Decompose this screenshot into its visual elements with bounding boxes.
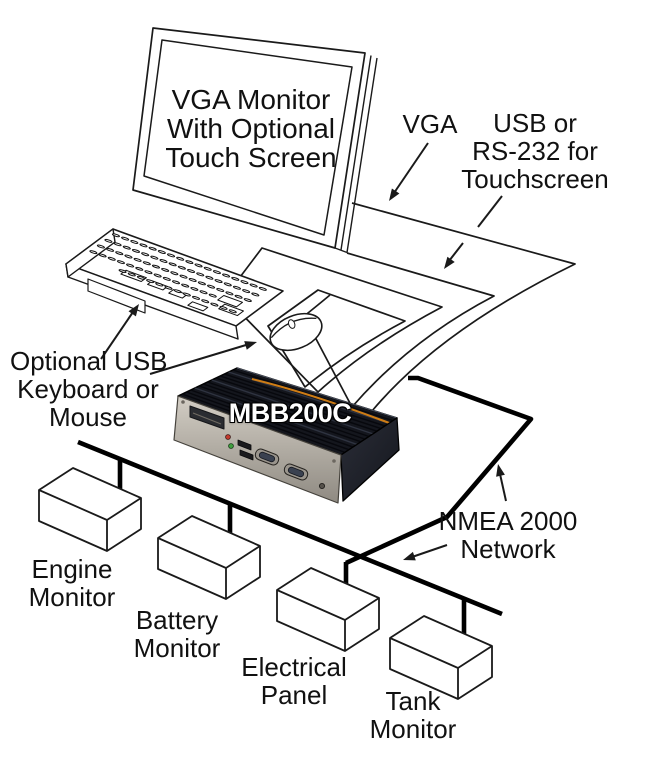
- nmea-backbone-line: [77, 439, 503, 617]
- engine-monitor-label: Engine Monitor: [28, 554, 116, 612]
- touchscreen-label-line2: RS-232 for: [472, 136, 598, 166]
- peripherals-label-line1: Optional USB: [10, 346, 168, 376]
- serial-port-2: [283, 463, 309, 481]
- monitor-side-edge: [334, 55, 378, 254]
- monitor-screen: [143, 39, 353, 236]
- device-accent-stripe-rear: [251, 378, 393, 425]
- audio-jack-red: [225, 434, 231, 440]
- device-power-button: [318, 482, 326, 490]
- touchscreen-arrow: [444, 242, 464, 269]
- nmea-arrow-lower: [403, 544, 448, 561]
- mouse-body: [269, 312, 323, 352]
- keyboard-figure: [66, 229, 283, 339]
- touchscreen-cable-label: USB or RS-232 for Touchscreen: [457, 109, 613, 193]
- touchscreen-cable-line: [304, 252, 495, 408]
- nmea-label-line1: NMEA 2000: [438, 506, 578, 536]
- battery-monitor-label: Battery Monitor: [133, 605, 221, 663]
- mouse-figure: [269, 312, 323, 352]
- peripherals-label-line2: Keyboard or: [17, 374, 159, 404]
- audio-jack-green: [228, 443, 234, 449]
- monitor-label-line1: VGA Monitor: [171, 84, 331, 115]
- electrical-panel-label: Electrical Panel: [241, 652, 347, 710]
- touchscreen-leader-line: [477, 195, 503, 228]
- tank-monitor-box: [389, 615, 493, 700]
- device-right-face: [340, 417, 400, 502]
- mouse-arrow: [149, 341, 257, 375]
- nmea-network-label: NMEA 2000 Network: [428, 507, 588, 563]
- node-boxes: [38, 467, 493, 700]
- nmea-loop-line: [345, 375, 534, 566]
- keyboard-keys: [73, 233, 271, 320]
- tank-monitor-label: Tank Monitor: [369, 686, 457, 744]
- monitor-label: VGA Monitor With Optional Touch Screen: [136, 85, 366, 172]
- vga-cable-label: VGA: [402, 109, 458, 139]
- peripherals-label-line3: Mouse: [48, 402, 128, 432]
- nmea-arrow-upper: [496, 464, 507, 502]
- battery-monitor-box: [157, 515, 261, 600]
- peripherals-label: Optional USB Keyboard or Mouse: [10, 346, 168, 432]
- device-cf-slot-line: [192, 412, 222, 425]
- vga-cable-line: [351, 202, 576, 412]
- device-cf-slot: [189, 405, 225, 430]
- touchscreen-label-line3: Touchscreen: [461, 164, 609, 194]
- vga-arrow: [389, 142, 429, 201]
- electrical-panel-box: [276, 567, 380, 652]
- engine-monitor-box: [38, 467, 142, 552]
- device-screw-left: [181, 400, 185, 404]
- mouse-cable-line: [267, 289, 406, 388]
- keyboard-cable-line: [224, 247, 443, 393]
- serial-port-1: [254, 448, 280, 466]
- device-screw-right: [332, 459, 336, 463]
- device-top-rim: [236, 367, 398, 419]
- cable-lines: [224, 202, 576, 412]
- keyboard-front-plate: [87, 278, 146, 314]
- device-model-label: MBB200C: [228, 398, 352, 428]
- usb-port-2: [239, 449, 254, 461]
- device-figure: [173, 367, 400, 504]
- nmea-network-lines: [77, 375, 534, 635]
- usb-port-1: [237, 439, 252, 451]
- mouse-scroll: [287, 319, 296, 329]
- monitor-label-line3: Touch Screen: [165, 142, 337, 173]
- monitor-label-line2: With Optional: [166, 113, 336, 144]
- touchscreen-label-line1: USB or: [493, 108, 577, 138]
- nmea-label-line2: Network: [460, 534, 556, 564]
- keyboard-left-face: [65, 228, 116, 278]
- monitor-figure: [132, 27, 378, 254]
- annotation-arrows: [100, 142, 507, 561]
- keyboard-arrow: [100, 304, 139, 360]
